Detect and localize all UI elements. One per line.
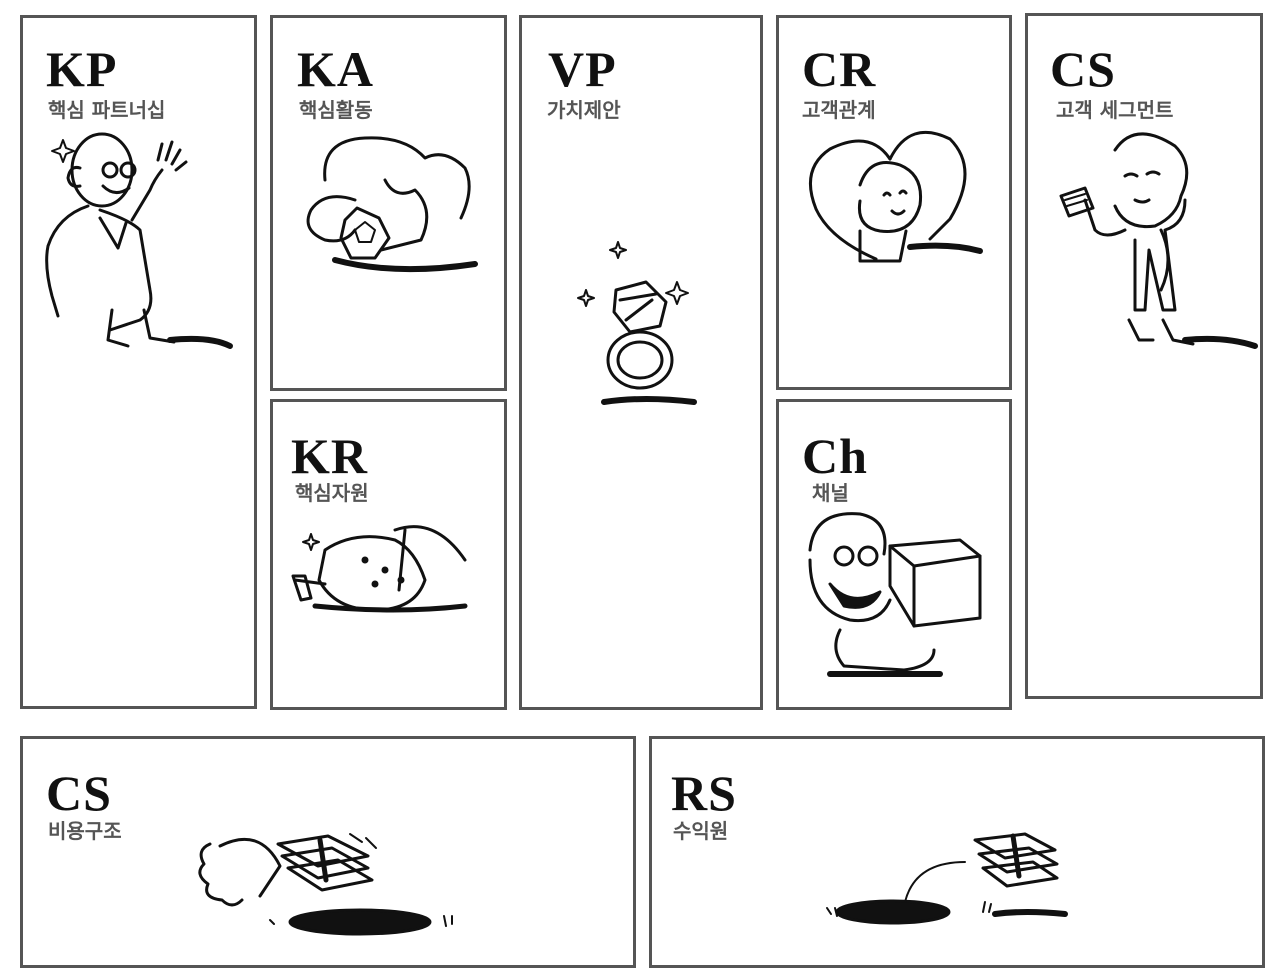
rs-label: 수익원 [673, 819, 729, 843]
cost-code: CS [46, 765, 112, 821]
block-key-resources [270, 399, 507, 710]
cr-label: 고객관계 [802, 98, 876, 122]
money-into-hole-icon [190, 830, 460, 940]
ch-label: 채널 [812, 481, 849, 505]
kr-code: KR [291, 428, 368, 484]
ch-code: Ch [802, 428, 868, 484]
vp-label: 가치제안 [547, 98, 621, 122]
vp-code: VP [548, 41, 617, 97]
block-channels [776, 399, 1012, 710]
cs-label: 고객 세그먼트 [1056, 98, 1174, 122]
worker-crafting-icon [295, 130, 485, 285]
cs-code: CS [1050, 41, 1116, 97]
cr-code: CR [802, 41, 877, 97]
kr-label: 핵심자원 [295, 481, 369, 505]
waving-man-icon [40, 130, 240, 360]
kp-label: 핵심 파트너십 [48, 98, 166, 122]
delivery-box-icon [800, 510, 990, 685]
ka-code: KA [297, 41, 374, 97]
diamond-ring-icon [570, 240, 710, 410]
ka-label: 핵심활동 [299, 98, 373, 122]
block-customer-relationships [776, 15, 1012, 390]
ore-pickaxe-icon [285, 510, 485, 620]
money-out-of-hole-icon [815, 832, 1065, 932]
rs-code: RS [671, 765, 737, 821]
heart-hug-icon [800, 125, 990, 275]
block-customer-segments [1025, 13, 1263, 699]
block-key-partners [20, 15, 257, 709]
block-revenue-streams [649, 736, 1265, 968]
customer-money-icon [1055, 130, 1255, 355]
block-value-proposition [519, 15, 763, 710]
kp-code: KP [46, 41, 118, 97]
cost-label: 비용구조 [48, 819, 122, 843]
